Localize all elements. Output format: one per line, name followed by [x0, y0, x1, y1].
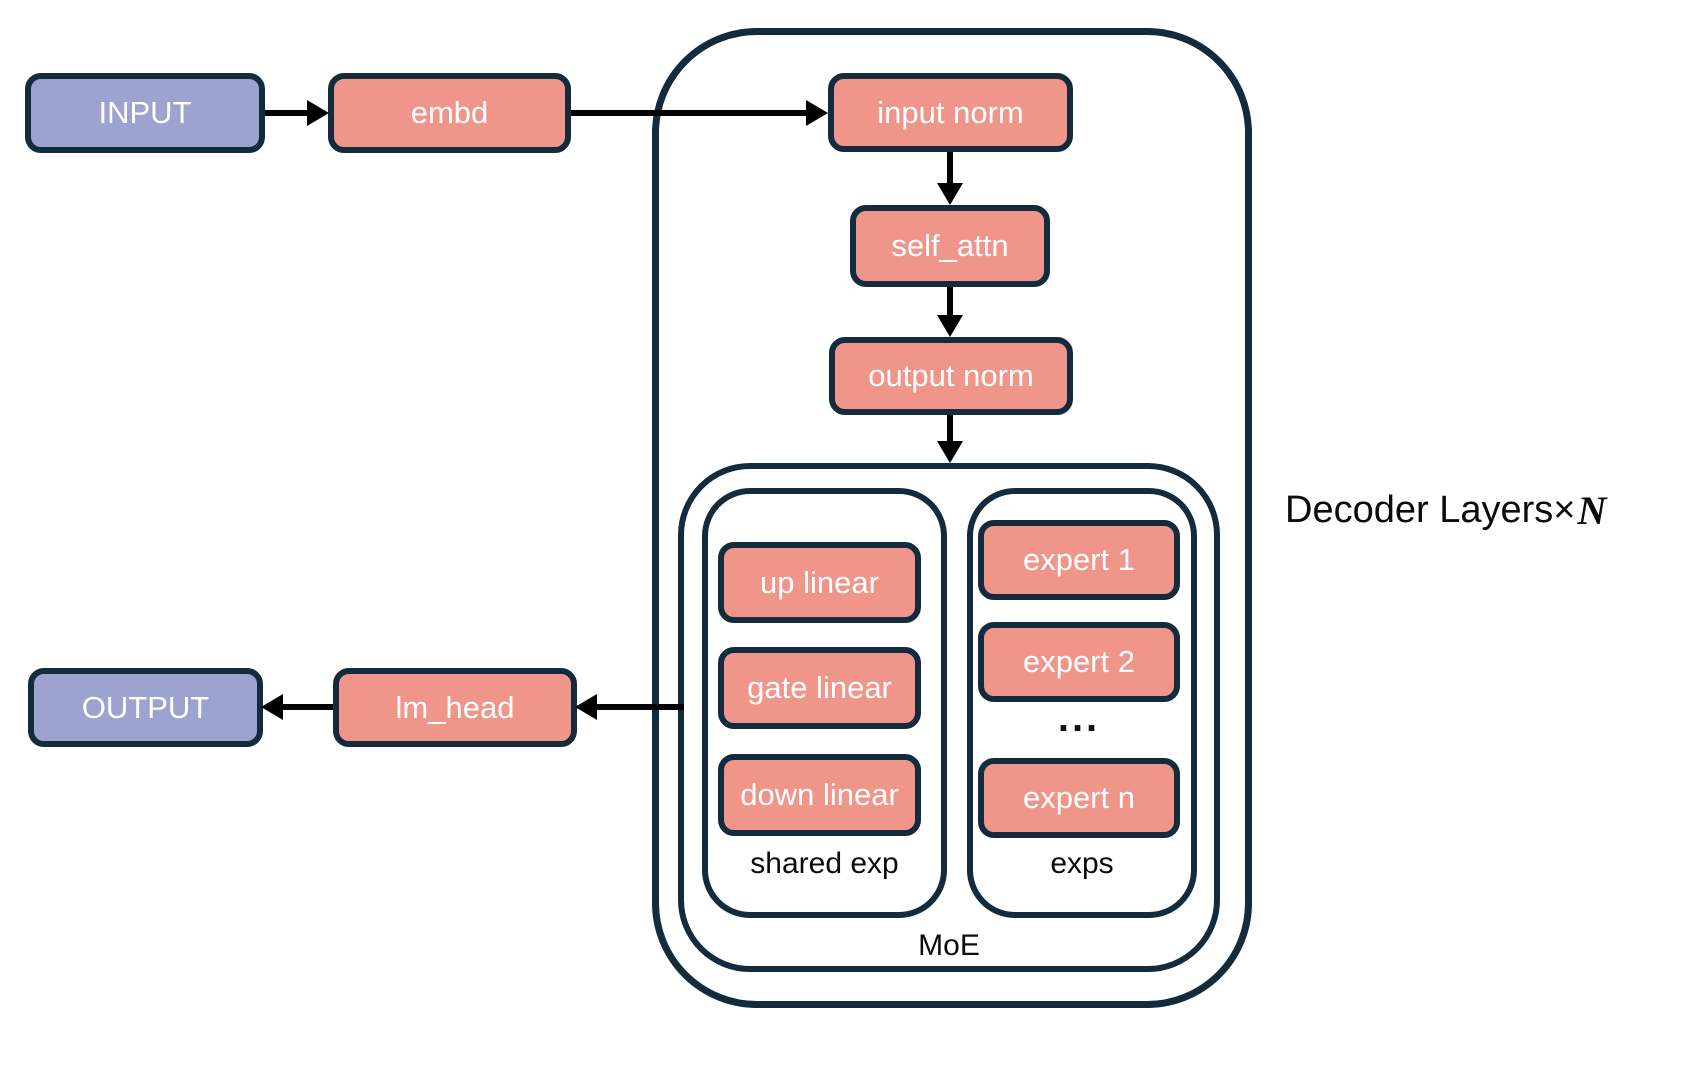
- input-box: INPUT: [25, 73, 265, 153]
- expert-2-box-label: expert 2: [1022, 644, 1135, 679]
- self-attn-box-label: self_attn: [891, 228, 1009, 263]
- decoder-layers-label-n: N: [1577, 487, 1607, 533]
- arrow-shaft: [597, 704, 684, 710]
- arrow-head-right-icon: [307, 100, 329, 126]
- self-attn-box: self_attn: [850, 205, 1050, 287]
- arrow-head-left-icon: [261, 694, 283, 720]
- output-box-label: OUTPUT: [81, 689, 210, 725]
- gate-linear-box-label: gate linear: [747, 670, 892, 705]
- exps-label: exps: [967, 846, 1197, 882]
- output-box: OUTPUT: [28, 668, 263, 747]
- expert-1-box-label: expert 1: [1022, 542, 1135, 577]
- embd-box: embd: [328, 73, 571, 153]
- expert-1-box: expert 1: [978, 520, 1180, 600]
- expert-2-box: expert 2: [978, 622, 1180, 702]
- gate-linear-box: gate linear: [718, 647, 921, 729]
- arrow-shaft: [947, 287, 953, 315]
- moe-container: [678, 463, 1220, 972]
- arrow-shaft: [571, 110, 808, 116]
- shared-exp-label: shared exp: [702, 846, 947, 882]
- output-norm-box: output norm: [829, 337, 1073, 415]
- exps-label-text: exps: [1050, 847, 1114, 880]
- down-linear-box-label: down linear: [740, 777, 899, 812]
- arrow-head-down-icon: [937, 441, 963, 463]
- input-norm-box-label: input norm: [877, 94, 1024, 130]
- moe-label-text: MoE: [918, 929, 980, 962]
- arrow-shaft: [283, 704, 333, 710]
- lm-head-box: lm_head: [333, 668, 577, 747]
- output-norm-box-label: output norm: [868, 358, 1034, 393]
- decoder-layers-label-prefix: Decoder Layers×: [1285, 488, 1576, 531]
- decoder-layers-container: [652, 28, 1252, 1008]
- up-linear-box-label: up linear: [760, 564, 879, 600]
- down-linear-box: down linear: [718, 754, 921, 836]
- arrow-head-right-icon: [806, 100, 828, 126]
- shared-exp-label-text: shared exp: [750, 847, 899, 880]
- embd-box-label: embd: [410, 95, 489, 130]
- arrow-head-down-icon: [937, 315, 963, 337]
- experts-ellipsis-text: ...: [1057, 695, 1101, 740]
- arrow-head-down-icon: [937, 183, 963, 205]
- arrow-shaft: [265, 110, 310, 116]
- moe-label: MoE: [678, 928, 1220, 964]
- lm-head-box-label: lm_head: [395, 689, 515, 725]
- expert-n-box: expert n: [978, 758, 1180, 838]
- arrow-shaft: [947, 415, 953, 441]
- expert-n-box-label: expert n: [1022, 780, 1135, 815]
- input-box-label: INPUT: [98, 95, 192, 130]
- decoder-layers-label: Decoder Layers×N: [1285, 483, 1606, 537]
- input-norm-box: input norm: [828, 73, 1073, 152]
- up-linear-box: up linear: [718, 542, 921, 623]
- arrow-head-left-icon: [575, 694, 597, 720]
- exps-container: [967, 488, 1197, 918]
- arrow-shaft: [947, 152, 953, 185]
- experts-ellipsis: ...: [978, 688, 1180, 748]
- shared-exp-container: [702, 488, 947, 918]
